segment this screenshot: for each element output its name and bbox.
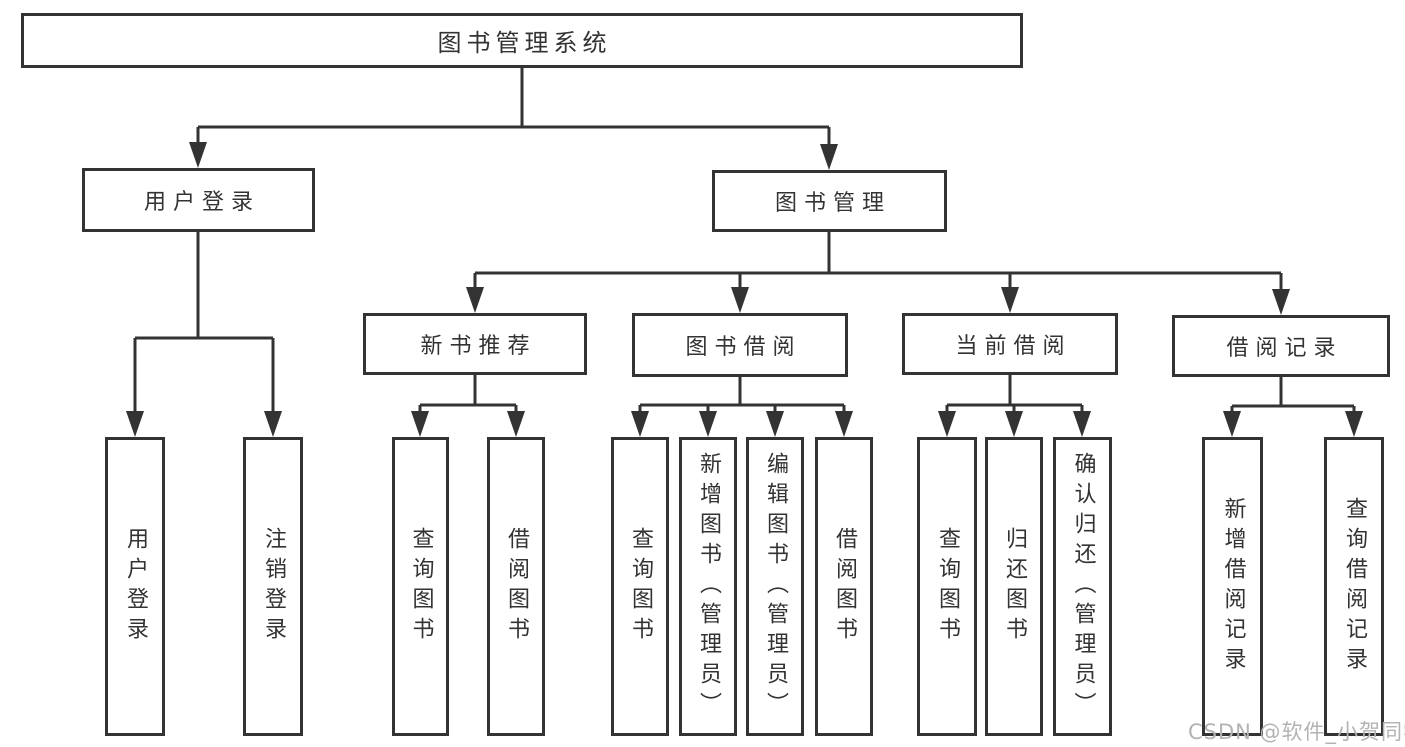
leaf-query-borrow-record-label: 查询借阅记录 — [1342, 496, 1367, 677]
node-user-login: 用户登录 — [82, 168, 315, 232]
leaf-query-books-current-label: 查询图书 — [935, 526, 960, 647]
node-current-borrowing: 当前借阅 — [902, 313, 1118, 375]
leaf-query-books-recommend-label: 查询图书 — [408, 526, 434, 647]
leaf-logout: 注销登录 — [243, 437, 303, 736]
leaf-query-books-borrowing: 查询图书 — [611, 437, 669, 736]
leaf-borrow-books-recommend-label: 借阅图书 — [504, 526, 529, 647]
node-borrowing-records: 借阅记录 — [1172, 315, 1390, 377]
leaf-logout-label: 注销登录 — [261, 526, 286, 647]
leaf-user-login: 用户登录 — [105, 437, 165, 736]
leaf-return-books: 归还图书 — [985, 437, 1043, 736]
leaf-borrow-books-borrowing: 借阅图书 — [815, 437, 873, 736]
csdn-watermark: CSDN @软件_小贺同学 — [1188, 720, 1405, 744]
connector-book-management-to-level3 — [473, 232, 1283, 299]
leaf-edit-books-admin: 编辑图书（管理员） — [746, 437, 804, 736]
connector-new-book-recommendation-to-leaves — [418, 375, 518, 421]
leaf-return-books-label: 归还图书 — [1002, 526, 1027, 647]
leaf-borrow-books-borrowing-label: 借阅图书 — [832, 526, 857, 647]
connector-user-login-to-leaves — [133, 232, 275, 421]
leaf-query-books-current: 查询图书 — [917, 437, 977, 736]
node-library-management-system: 图书管理系统 — [21, 13, 1023, 68]
leaf-confirm-return-admin: 确认归还（管理员） — [1053, 437, 1112, 736]
connector-root-to-level2 — [196, 68, 831, 154]
leaf-add-borrow-record: 新增借阅记录 — [1202, 437, 1263, 736]
leaf-add-books-admin-label: 新增图书（管理员） — [696, 451, 721, 722]
leaf-edit-books-admin-label: 编辑图书（管理员） — [763, 451, 788, 722]
leaf-query-books-recommend: 查询图书 — [392, 437, 449, 736]
leaf-user-login-label: 用户登录 — [123, 526, 148, 647]
leaf-query-books-borrowing-label: 查询图书 — [628, 526, 653, 647]
leaf-add-borrow-record-label: 新增借阅记录 — [1220, 496, 1246, 677]
connector-book-borrowing-to-leaves — [638, 377, 846, 421]
node-book-management: 图书管理 — [712, 170, 947, 232]
leaf-borrow-books-recommend: 借阅图书 — [487, 437, 545, 736]
leaf-confirm-return-admin-label: 确认归还（管理员） — [1070, 451, 1096, 722]
leaf-query-borrow-record: 查询借阅记录 — [1324, 437, 1384, 736]
node-new-book-recommendation: 新书推荐 — [363, 313, 587, 375]
leaf-add-books-admin: 新增图书（管理员） — [679, 437, 737, 736]
connector-current-borrowing-to-leaves — [945, 375, 1084, 421]
node-book-borrowing: 图书借阅 — [632, 313, 848, 377]
connector-borrowing-records-to-leaves — [1230, 377, 1356, 421]
